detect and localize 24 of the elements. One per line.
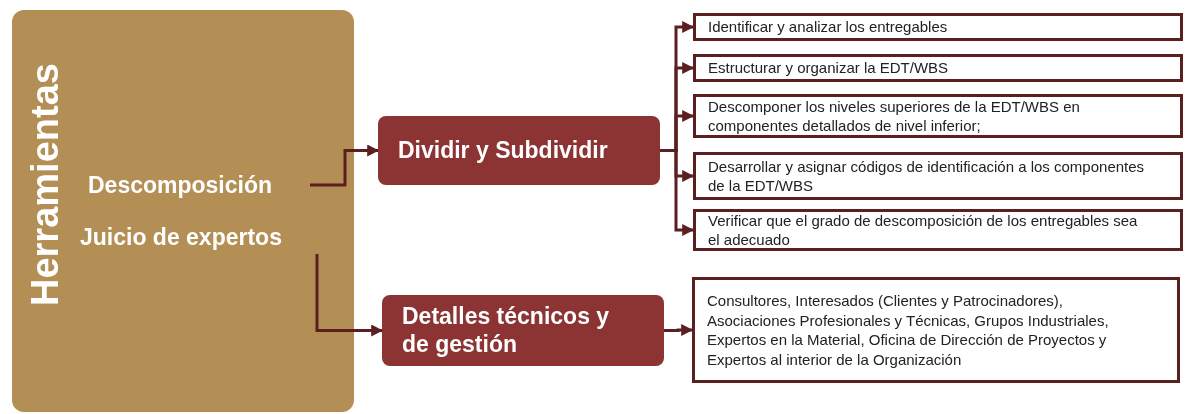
tools-panel	[12, 10, 354, 412]
node-text: Estructurar y organizar la EDT/WBS	[708, 58, 949, 78]
node-text: Desarrollar y asignar códigos de identificación a los componentes de la EDT/WBS	[708, 156, 1146, 196]
node-text: Detalles técnicos y de gestión	[402, 302, 611, 359]
node-text: Dividir y Subdividir	[398, 136, 608, 165]
node-text: Consultores, Interesados (Clientes y Patrocinadores), Asociaciones Profesionales y Técnicas, Grupos Industriales, Expertos en la Material, Oficina de Dirección de Proyectos y Expertos al interior de la Organización	[707, 291, 1110, 369]
activity-box	[693, 209, 1183, 251]
activity-box	[693, 13, 1183, 41]
connector-arrow	[310, 144, 380, 187]
activity-box	[693, 94, 1183, 138]
node-text: Identificar y analizar los entregables	[708, 17, 948, 37]
connector-arrow	[660, 149, 695, 236]
node-text: Descomposición	[88, 170, 273, 200]
panel-heading: Herramientas	[26, 62, 64, 309]
node-text: Verificar que el grado de descomposición de los entregables sea el adecuado	[708, 210, 1139, 250]
activity-box	[693, 54, 1183, 82]
activity-box	[693, 152, 1183, 200]
node-text: Descomponer los niveles superiores de la EDT/WBS en componentes detallados de nivel inferior;	[708, 96, 1081, 136]
category-box	[378, 116, 660, 185]
connector-arrow	[315, 254, 384, 337]
connector-arrow	[664, 324, 694, 336]
activity-box	[692, 277, 1180, 383]
category-box	[382, 295, 664, 366]
node-text: Juicio de expertos	[80, 222, 282, 252]
